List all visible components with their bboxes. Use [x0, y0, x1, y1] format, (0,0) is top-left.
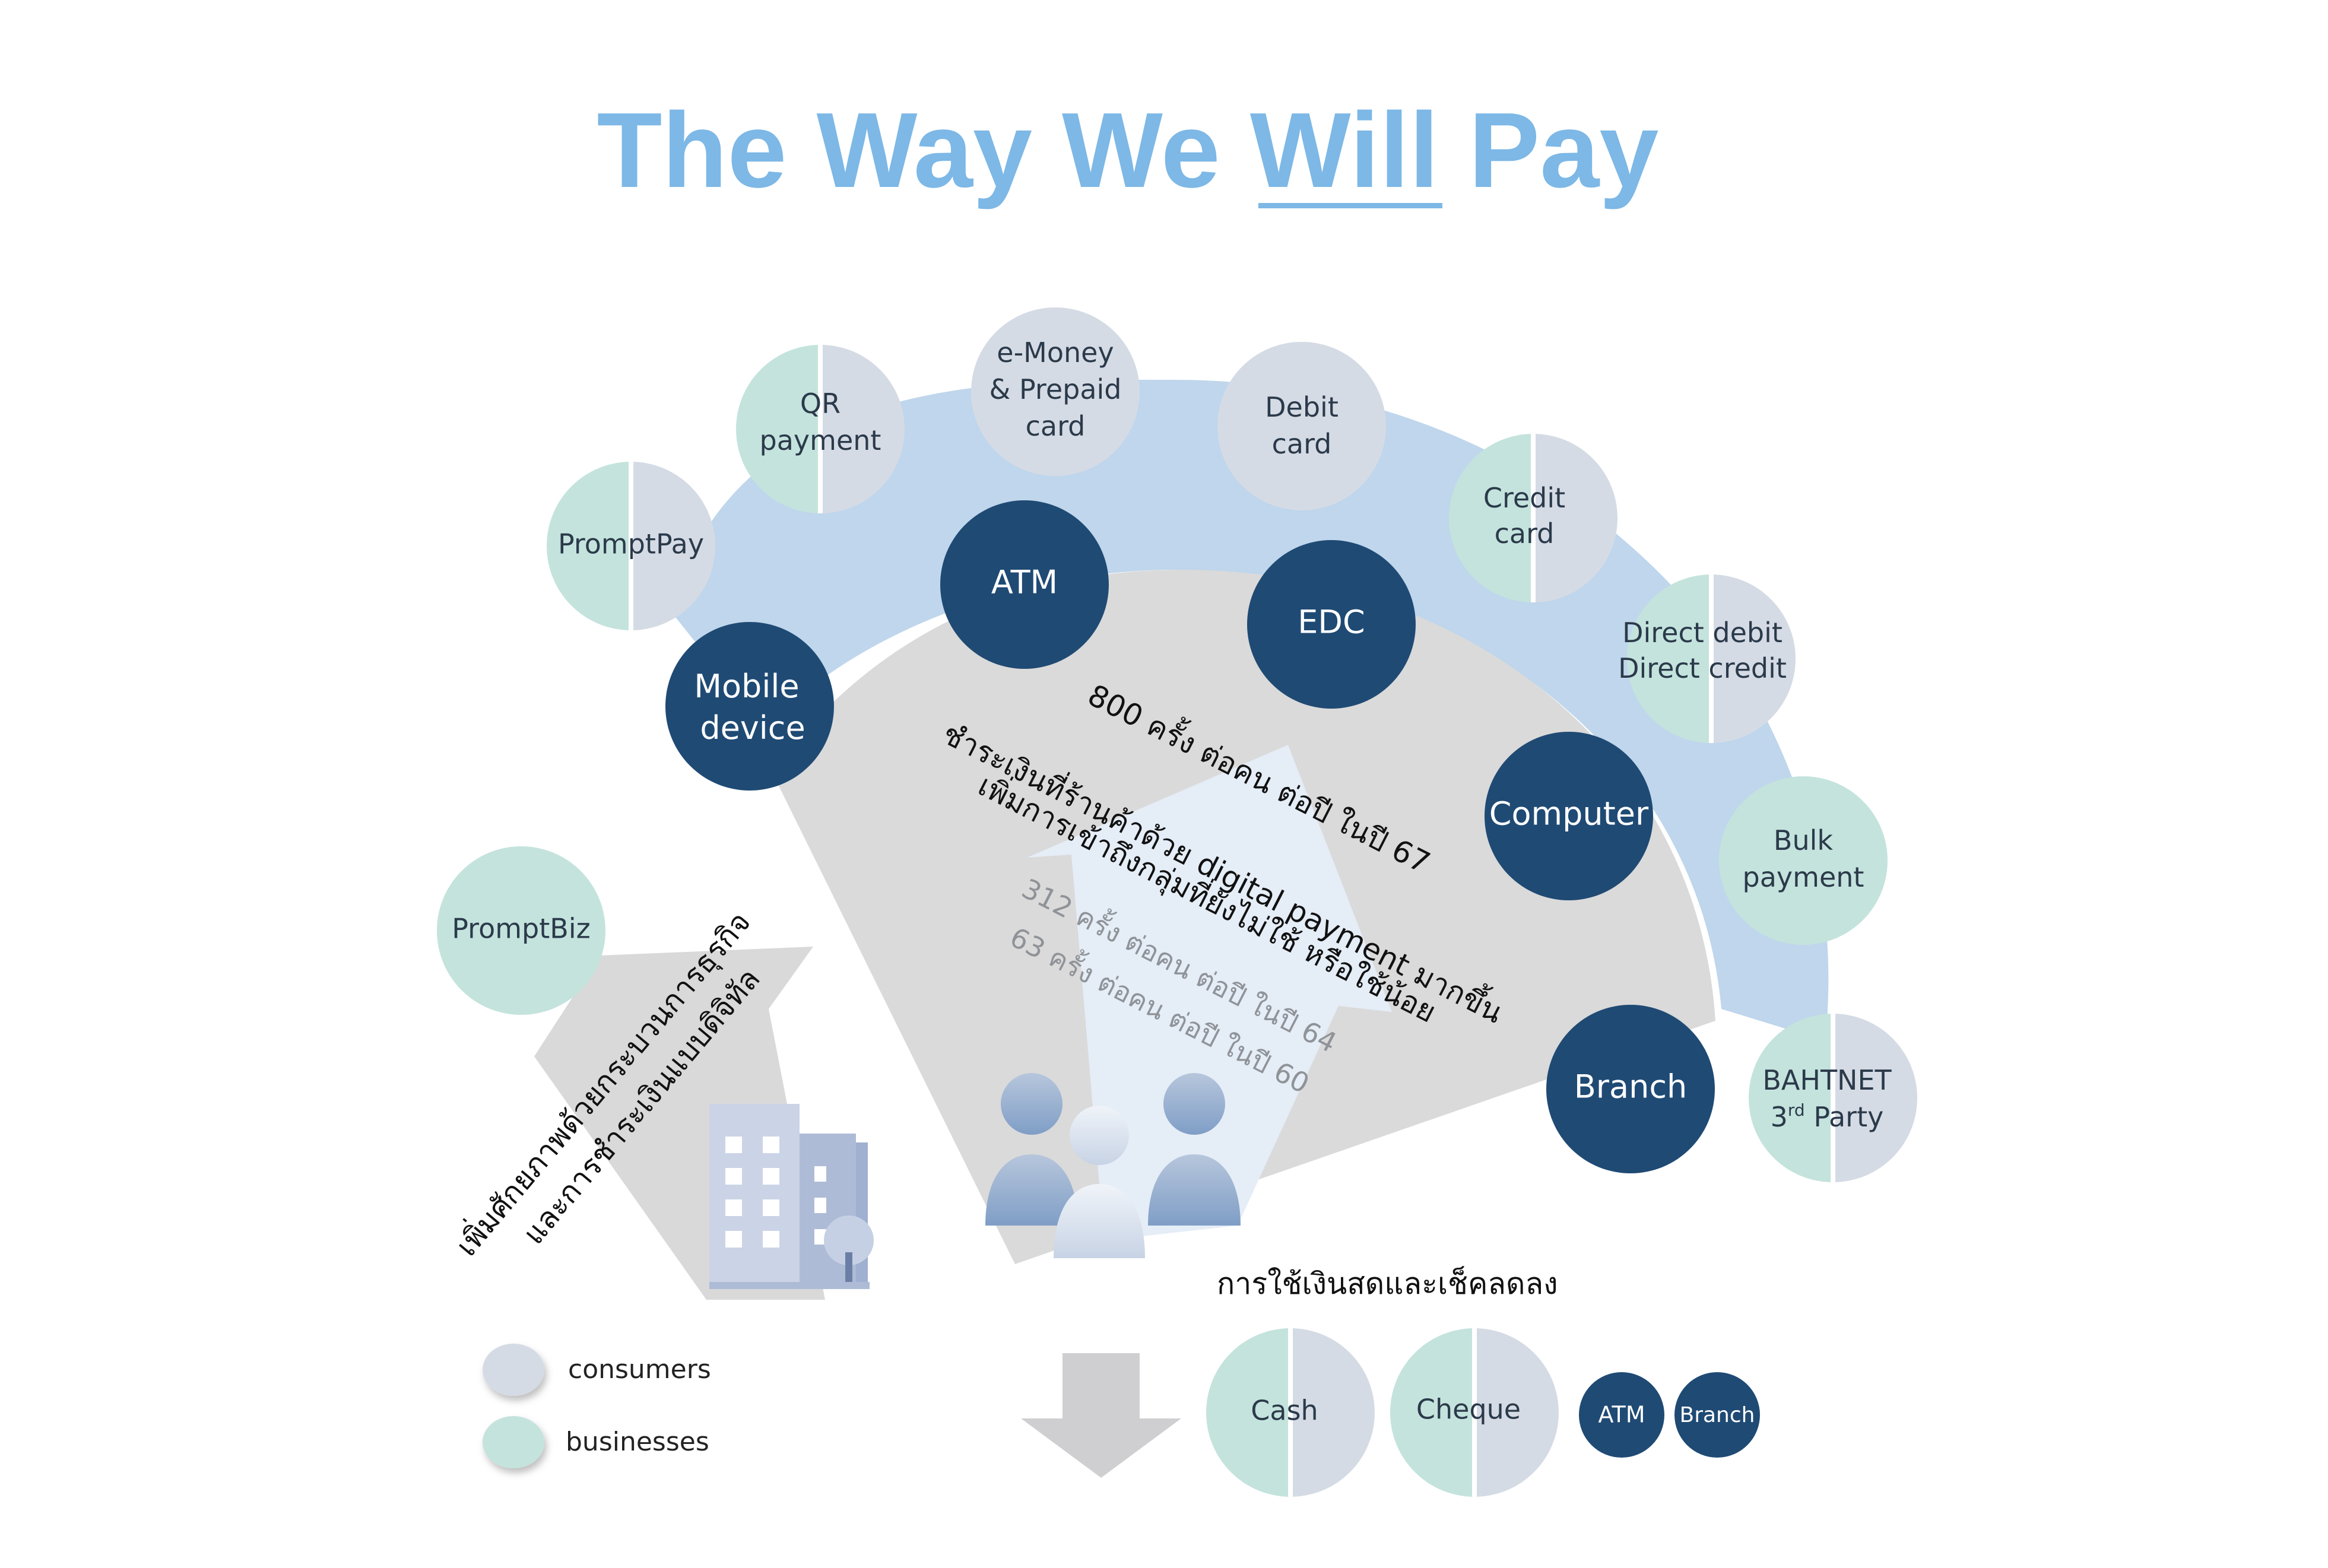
instrument-qr-payment: QR payment — [736, 345, 905, 513]
channel-edc: EDC — [1247, 540, 1416, 709]
instrument-label: card — [1272, 428, 1332, 460]
instrument-label: Bulk — [1774, 824, 1833, 856]
channel-label: Computer — [1489, 795, 1649, 833]
declining-label: Branch — [1680, 1403, 1755, 1427]
channel-label: ATM — [991, 564, 1058, 601]
legend-businesses-swatch — [483, 1416, 544, 1468]
declining-atm: ATM — [1579, 1372, 1664, 1458]
instrument-label: Direct credit — [1618, 652, 1787, 684]
instrument-label: & Prepaid — [989, 373, 1122, 405]
down-arrow-icon — [1021, 1353, 1181, 1478]
declining-title: การใช้เงินสดและเช็คลดลง — [1217, 1266, 1558, 1301]
instrument-promptpay: PromptPay — [547, 462, 715, 630]
instrument-emoney: e-Money & Prepaid card — [971, 307, 1140, 476]
instrument-promptbiz: PromptBiz — [437, 846, 605, 1015]
people-icon — [985, 1073, 1241, 1258]
declining-label: Cash — [1251, 1395, 1318, 1427]
instrument-label: QR — [800, 388, 841, 420]
instrument-label: card — [1495, 518, 1555, 550]
instrument-label: PromptPay — [558, 528, 704, 560]
building-icon — [709, 1104, 874, 1289]
declining-label: Cheque — [1416, 1394, 1521, 1426]
instrument-label: Credit — [1483, 482, 1565, 514]
declining-cheque: Cheque — [1390, 1328, 1559, 1497]
channel-label: device — [700, 709, 805, 747]
channel-atm: ATM — [940, 500, 1109, 669]
channel-branch: Branch — [1546, 1005, 1715, 1173]
instrument-label: PromptBiz — [452, 913, 591, 945]
channel-label: EDC — [1298, 604, 1365, 641]
instrument-label: Direct debit — [1622, 617, 1783, 649]
channel-label: Branch — [1574, 1068, 1687, 1106]
instrument-label: payment — [760, 424, 881, 456]
instrument-label: 3rd Party — [1771, 1100, 1884, 1133]
instrument-label: e-Money — [997, 337, 1114, 369]
legend-consumers-label: consumers — [568, 1354, 711, 1385]
channel-mobile-device: Mobile device — [665, 622, 834, 791]
declining-cash: Cash — [1206, 1328, 1375, 1497]
instrument-bahtnet: BAHTNET 3rd Party — [1749, 1014, 1917, 1182]
declining-branch: Branch — [1674, 1372, 1760, 1458]
instrument-label: card — [1026, 410, 1086, 442]
legend-businesses-label: businesses — [566, 1427, 709, 1457]
instrument-debit-card: Debit card — [1217, 342, 1386, 510]
page-title: The Way We Will Pay — [597, 91, 1659, 210]
legend-consumers-swatch — [483, 1344, 544, 1396]
declining-label: ATM — [1598, 1402, 1645, 1428]
channel-computer: Computer — [1485, 732, 1653, 900]
instrument-bulk-payment: Bulk payment — [1719, 776, 1888, 945]
instrument-label: BAHTNET — [1762, 1064, 1892, 1096]
title-underline — [1258, 203, 1442, 208]
legend: consumers businesses — [483, 1344, 711, 1468]
channel-label: Mobile — [694, 668, 799, 705]
instrument-label: Debit — [1265, 391, 1339, 423]
instrument-credit-card: Credit card — [1449, 434, 1617, 602]
instrument-label: payment — [1743, 861, 1864, 893]
